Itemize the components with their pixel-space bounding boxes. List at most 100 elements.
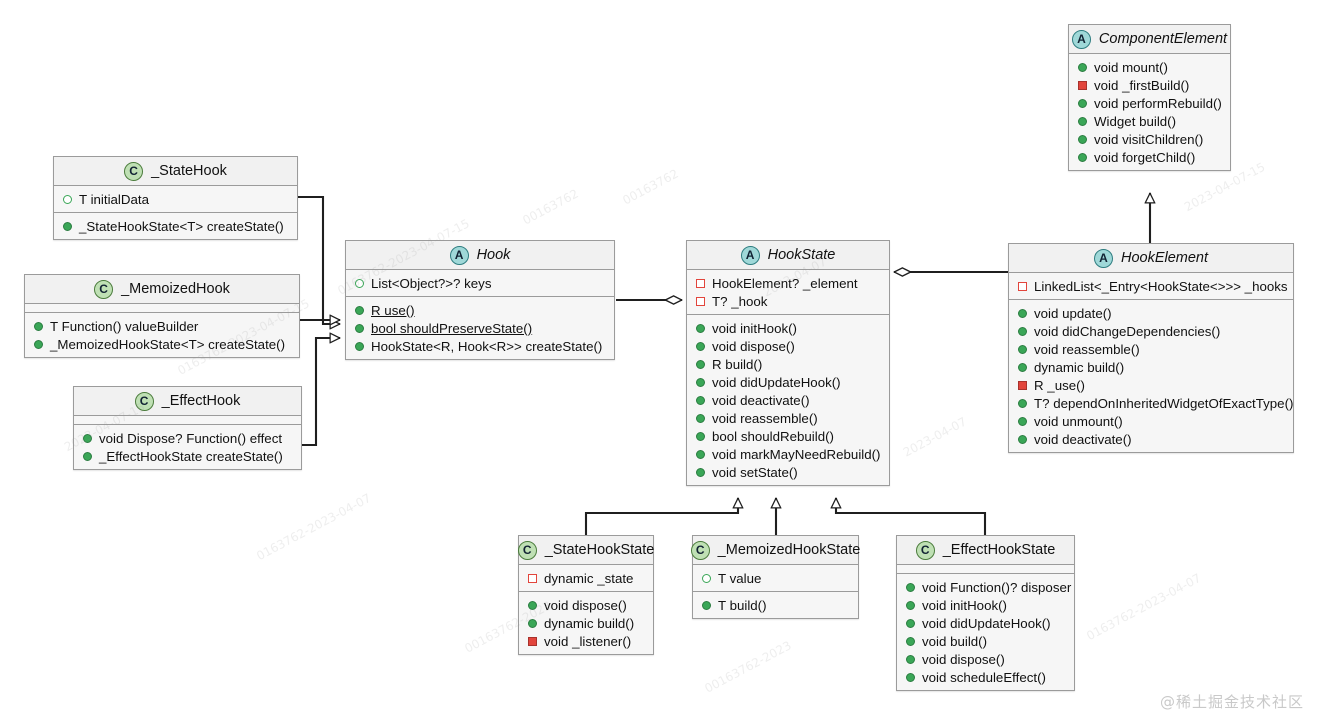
class-name-hook: Hook: [476, 247, 511, 263]
member-label: R _use(): [1034, 377, 1085, 393]
visibility-pub-icon: [696, 431, 705, 441]
member-label: void reassemble(): [712, 410, 818, 426]
member-label: void initHook(): [922, 597, 1007, 613]
class-title-memoized-hook: C _MemoizedHook: [25, 275, 299, 304]
member-label: dynamic build(): [544, 615, 635, 631]
member-label: List<Object?>? keys: [371, 275, 492, 291]
member-row: Widget build(): [1069, 112, 1230, 130]
abstract-badge-icon: A: [740, 245, 760, 265]
member-row: void forgetChild(): [1069, 148, 1230, 166]
visibility-pub-icon: [34, 339, 43, 349]
member-label: void update(): [1034, 305, 1112, 321]
visibility-pub-icon: [355, 341, 364, 351]
member-row: void initHook(): [687, 319, 889, 337]
member-row: void scheduleEffect(): [897, 668, 1074, 686]
visibility-pub-icon: [1078, 134, 1087, 144]
member-label: _EffectHookState createState(): [99, 448, 283, 464]
background-ghost-mark: 00163762-2023: [702, 638, 794, 696]
member-row: void initHook(): [897, 596, 1074, 614]
visibility-pub-icon: [906, 600, 915, 610]
member-label: void _firstBuild(): [1094, 77, 1190, 93]
member-row: HookElement? _element: [687, 274, 889, 292]
member-label: void mount(): [1094, 59, 1168, 75]
class-badge-icon: C: [517, 540, 537, 560]
member-label: void forgetChild(): [1094, 149, 1196, 165]
member-label: void build(): [922, 633, 988, 649]
member-row: void reassemble(): [687, 409, 889, 427]
visibility-priv-icon: [1078, 80, 1087, 90]
member-row: T Function() valueBuilder: [25, 317, 299, 335]
visibility-pub-icon: [696, 449, 705, 459]
member-row: void visitChildren(): [1069, 130, 1230, 148]
compartment-memoized-hook-0: [25, 304, 299, 313]
member-row: dynamic build(): [1009, 358, 1293, 376]
member-row: void update(): [1009, 304, 1293, 322]
visibility-pub-icon: [1078, 98, 1087, 108]
member-label: void deactivate(): [712, 392, 810, 408]
class-title-state-hook-state: C _StateHookState: [517, 536, 655, 565]
member-label: void didUpdateHook(): [712, 374, 841, 390]
compartment-effect-hook-1: void Dispose? Function() effect _EffectHo…: [74, 425, 301, 469]
member-label: void didChangeDependencies(): [1034, 323, 1221, 339]
background-ghost-mark: 00163762: [520, 186, 581, 228]
member-label: bool shouldPreserveState(): [371, 320, 533, 336]
background-ghost-mark: 2023-04-07: [900, 414, 969, 460]
member-row: T? _hook: [687, 292, 889, 310]
member-label: _StateHookState<T> createState(): [79, 218, 284, 234]
member-row: void didChangeDependencies(): [1009, 322, 1293, 340]
member-label: HookElement? _element: [712, 275, 858, 291]
compartment-hook-0: List<Object?>? keys: [346, 270, 614, 297]
member-label: void didUpdateHook(): [922, 615, 1051, 631]
class-badge-icon: C: [94, 279, 114, 299]
compartment-effect-hook-state-1: void Function()? disposer void initHook()…: [897, 574, 1074, 690]
compartment-hook-1: R use() bool shouldPreserveState() HookSta…: [346, 297, 614, 359]
compartment-effect-hook-state-0: [897, 565, 1074, 574]
member-row: R use(): [346, 301, 614, 319]
member-label: void initHook(): [712, 320, 797, 336]
member-row: void _listener(): [519, 632, 653, 650]
abstract-badge-icon: A: [1093, 248, 1113, 268]
member-row: void build(): [897, 632, 1074, 650]
member-label: HookState<R, Hook<R>> createState(): [371, 338, 603, 354]
member-label: R use(): [371, 302, 415, 318]
member-row: void markMayNeedRebuild(): [687, 445, 889, 463]
member-row: R _use(): [1009, 376, 1293, 394]
compartment-state-hook-state-1: void dispose()dynamic build()void _liste…: [519, 592, 653, 654]
member-label: Widget build(): [1094, 113, 1177, 129]
member-label: void Function()? disposer: [922, 579, 1072, 595]
visibility-pub-icon: [1078, 62, 1087, 72]
member-row: void performRebuild(): [1069, 94, 1230, 112]
visibility-privo-icon: [1018, 281, 1027, 291]
member-label: void Dispose? Function() effect: [99, 430, 283, 446]
edge-effecthookstate-hookstate: [836, 498, 987, 535]
class-box-memoized-hook[interactable]: C _MemoizedHook T Function() valueBuilder_…: [24, 274, 300, 358]
visibility-pub-icon: [906, 654, 915, 664]
edge-statehook-hook: [298, 195, 340, 324]
watermark: @稀土掘金技术社区: [1159, 693, 1304, 711]
visibility-pubo-icon: [355, 278, 364, 288]
visibility-pub-icon: [1018, 344, 1027, 354]
visibility-pub-icon: [1078, 116, 1087, 126]
class-name-memoized-hook: _MemoizedHook: [121, 281, 230, 297]
compartment-memoized-hook-1: T Function() valueBuilder_MemoizedHookSt…: [25, 313, 299, 357]
class-name-state-hook-state: _StateHookState: [544, 542, 655, 558]
edge-effecthook-hook: [302, 338, 340, 447]
member-row: void dispose(): [687, 337, 889, 355]
visibility-pub-icon: [696, 467, 705, 477]
visibility-pub-icon: [34, 321, 43, 331]
visibility-pubo-icon: [63, 194, 72, 204]
visibility-pub-icon: [696, 359, 705, 369]
class-name-hook-element: HookElement: [1120, 250, 1209, 266]
visibility-pub-icon: [906, 618, 915, 628]
